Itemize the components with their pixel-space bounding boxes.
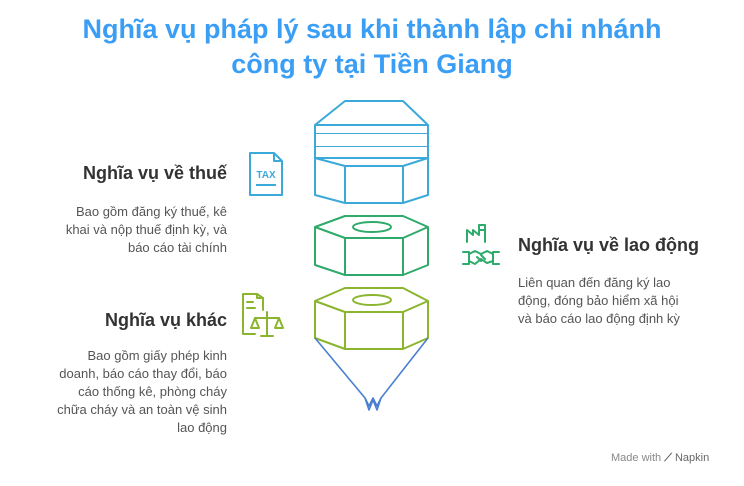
other-heading: Nghĩa vụ khác bbox=[104, 310, 227, 330]
napkin-logo-icon: ⟋ bbox=[664, 452, 672, 464]
pencil-tip bbox=[314, 337, 429, 411]
tax-document-icon: TAX bbox=[249, 152, 283, 196]
pencil-cap-segment bbox=[314, 100, 429, 204]
tax-heading: Nghĩa vụ về thuế bbox=[82, 163, 227, 183]
tax-description: Bao gồm đăng ký thuế, kê khai và nộp thu… bbox=[40, 203, 227, 257]
legal-scales-document-icon bbox=[242, 293, 284, 337]
labor-description: Liên quan đến đăng ký lao động, đóng bảo… bbox=[518, 274, 680, 328]
other-desc-line: lao động bbox=[177, 420, 227, 435]
other-desc-line: chữa cháy và an toàn vệ sinh bbox=[57, 402, 227, 417]
page-title: Nghĩa vụ pháp lý sau khi thành lập chi n… bbox=[0, 12, 744, 82]
handshake-factory-icon bbox=[462, 224, 500, 265]
pencil-lower-segment bbox=[314, 287, 429, 350]
labor-desc-line: động, đóng bảo hiểm xã hội bbox=[518, 293, 679, 308]
labor-heading: Nghĩa vụ về lao động bbox=[518, 235, 700, 255]
labor-desc-line: Liên quan đến đăng ký lao bbox=[518, 275, 671, 290]
tax-desc-line: khai và nộp thuế định kỳ, và bbox=[65, 222, 227, 237]
other-desc-line: Bao gồm giấy phép kinh bbox=[87, 348, 227, 363]
tax-desc-line: Bao gồm đăng ký thuế, kê bbox=[75, 204, 227, 219]
other-description: Bao gồm giấy phép kinh doanh, báo cáo th… bbox=[20, 347, 227, 437]
labor-desc-line: và báo cáo lao động định kỳ bbox=[518, 311, 680, 326]
other-desc-line: doanh, báo cáo thay đổi, báo bbox=[59, 366, 227, 381]
other-desc-line: cáo thống kê, phòng cháy bbox=[78, 384, 227, 399]
napkin-brand-label: Napkin bbox=[674, 452, 710, 464]
title-line-2: công ty tại Tiền Giang bbox=[231, 49, 513, 79]
tax-icon-label: TAX bbox=[256, 170, 276, 181]
tax-desc-line: báo cáo tài chính bbox=[127, 240, 227, 255]
title-line-1: Nghĩa vụ pháp lý sau khi thành lập chi n… bbox=[82, 14, 662, 44]
made-with-label: Made with bbox=[611, 452, 662, 464]
made-with-napkin-badge[interactable]: Made with ⟋ Napkin bbox=[611, 452, 709, 465]
pencil-middle-segment bbox=[314, 215, 429, 276]
